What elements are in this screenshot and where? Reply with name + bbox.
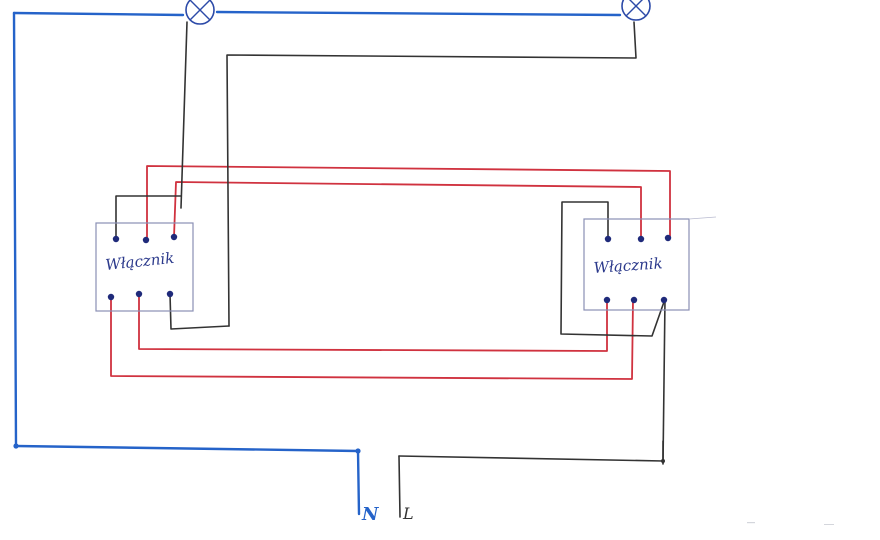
switch-left-terminal-top-1 [112,235,120,243]
neutral-wires [12,10,622,516]
switch-right-terminal-top-3 [664,234,672,242]
switch-right-terminal-bottom-1 [603,296,611,304]
speck [747,522,755,524]
neutral-bottom-wire [14,444,360,453]
traveller-top-inner-wire [173,181,642,240]
traveller-top-outer-wire [146,165,671,241]
lamp-left-cross-b [189,0,211,21]
switch-right-label: Włącznik [593,254,663,277]
switch-left-terminal-bottom-3 [166,290,174,298]
line-drop-wire [398,455,401,518]
switch-right-terminals [603,234,672,304]
switch-right-terminal-bottom-3 [660,296,668,304]
paper-specks [747,522,834,525]
switch-left-terminal-bottom-1 [107,293,115,301]
line-terminal-label: L [402,504,414,523]
switch-left-terminal-bottom-2 [135,290,143,298]
switch-right-box-tick [688,216,717,220]
neutral-left-vertical-wire [12,11,18,448]
junction-dot-neutral-corner [13,443,19,449]
switch-left-terminal-top-2 [142,236,150,244]
lamp-left [185,0,215,25]
junction-dot-line-corner [661,459,665,463]
left-switch-common-top-wire [115,195,182,238]
switch-right-box [583,218,690,311]
phase-wires [115,21,666,518]
neutral-top-left-wire [12,11,185,17]
traveller-bottom-inner-wire [138,293,608,352]
neutral-drop-wire [356,449,361,516]
traveller-wires [110,165,671,380]
right-switch-common-wire [560,201,666,337]
switch-right-terminal-bottom-2 [630,296,638,304]
line-horizontal-wire [398,455,664,462]
switch-right-terminal-top-2 [637,235,645,243]
neutral-terminal-label: N [361,504,380,525]
neutral-lamp-link-wire [215,10,622,17]
lamp-right-return-wire [226,21,637,327]
line-feed-wire [662,298,666,465]
switch-right: Włącznik [583,216,717,311]
switch-left-box [95,222,194,312]
lamp-right [621,0,651,21]
lamp-left-circle [185,0,215,25]
switch-left-label: Włącznik [105,249,176,274]
left-switch-bottom-link-wire [169,293,230,330]
junction-dots [13,443,665,463]
lamp-right-cross-b [625,0,643,17]
switch-left: Włącznik [95,222,194,312]
switch-left-terminals [107,233,178,301]
lamp-right-circle [621,0,651,21]
speck [824,524,834,525]
lamp-left-drop-wire [180,21,188,209]
switch-right-terminal-top-1 [604,235,612,243]
traveller-bottom-outer-wire [110,296,634,380]
switch-left-terminal-top-3 [170,233,178,241]
junction-dot-neutral-drop [355,448,361,454]
